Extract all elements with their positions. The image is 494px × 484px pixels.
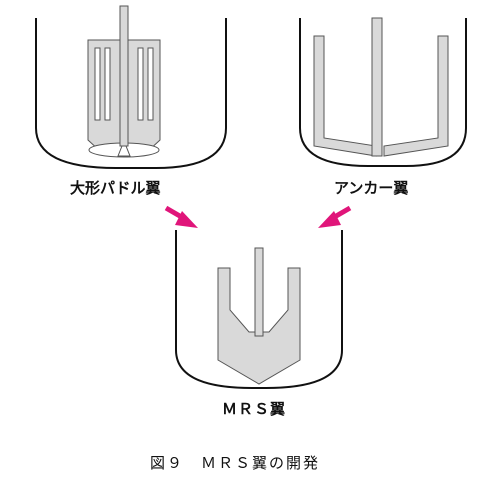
large-paddle-vessel [35, 5, 227, 169]
label-large-paddle: 大形パドル翼 [70, 179, 161, 197]
impeller-shaft [119, 5, 129, 147]
paddle-slot [147, 47, 154, 121]
paddle-slot [94, 47, 101, 121]
anchor-arm-left [313, 35, 377, 157]
arrow-down-right-icon [164, 205, 198, 228]
impeller-shaft [371, 17, 383, 157]
vessel-outline-anchor [299, 18, 467, 167]
vessel-outline-mrs [175, 230, 343, 389]
anchor-arm-right [383, 35, 449, 157]
large-paddle-impeller [87, 5, 161, 158]
figure-caption: 図９ ＭＲＳ翼の開発 [150, 454, 321, 472]
label-mrs: ＭＲＳ翼 [222, 400, 287, 418]
paddle-slot [104, 47, 111, 121]
label-anchor: アンカー翼 [334, 179, 409, 197]
anchor-vessel [299, 17, 467, 167]
impeller-shaft [254, 247, 264, 337]
arrow-down-left-icon [318, 205, 352, 228]
mrs-vessel [175, 230, 343, 389]
mrs-impeller [217, 247, 301, 385]
paddle-slot [137, 47, 144, 121]
anchor-impeller [313, 17, 449, 157]
mrs-blade [217, 267, 301, 385]
vessel-outline-large-paddle [35, 18, 227, 169]
